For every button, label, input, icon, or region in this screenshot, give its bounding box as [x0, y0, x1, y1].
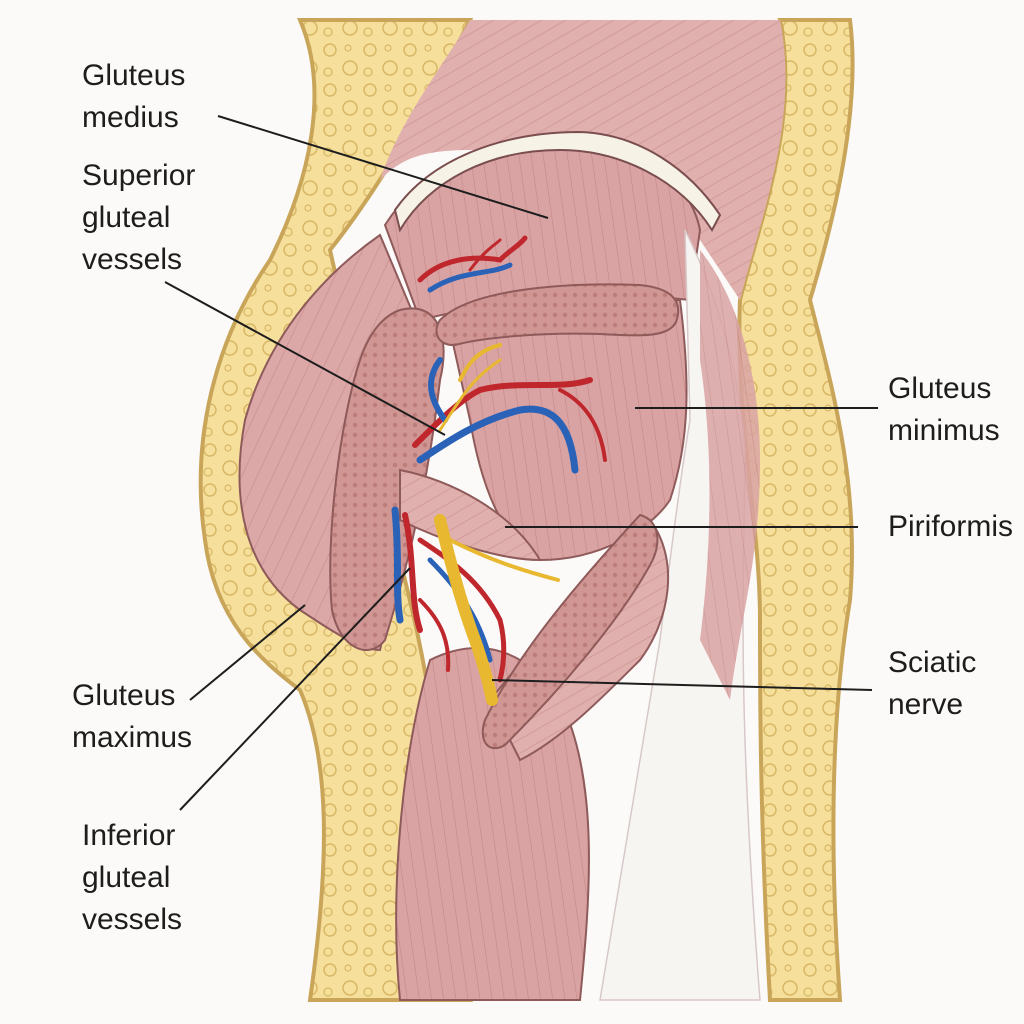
label-line: minimus — [888, 414, 1000, 447]
leader-line-superior-gluteal-vessels — [164, 281, 446, 436]
leader-line-gluteus-medius — [217, 115, 549, 219]
label-line: Superior — [82, 159, 196, 192]
lower-cut-edge — [481, 513, 659, 750]
label-line: maximus — [72, 721, 193, 754]
label-gluteus-minimus: Gluteus minimus — [888, 368, 1000, 452]
leader-line-gluteus-maximus — [189, 604, 306, 701]
piriformis-muscle — [399, 468, 542, 562]
leader-line-inferior-gluteal-vessels — [179, 567, 411, 811]
label-line: medius — [82, 101, 179, 134]
subcutaneous-fat-right — [737, 18, 855, 1002]
sciatic-nerve-branch — [448, 538, 560, 582]
label-line: Gluteus — [72, 679, 176, 712]
label-line: Gluteus — [888, 372, 992, 405]
label-piriformis: Piriformis — [888, 506, 1013, 548]
lateral-thigh-muscle — [700, 250, 760, 700]
label-gluteus-medius: Gluteus medius — [82, 55, 185, 139]
tendon-band-top — [393, 130, 722, 233]
label-superior-gluteal-vessels: Superior gluteal vessels — [82, 155, 195, 281]
leader-lines — [164, 115, 878, 811]
leader-line-sciatic-nerve — [491, 679, 873, 691]
label-line: Gluteus — [82, 59, 186, 92]
label-line: gluteal — [82, 201, 171, 234]
superior-gluteal-vessels — [412, 235, 607, 474]
gluteus-maximus-cut-edge — [329, 307, 445, 651]
muscle-cut-band — [435, 283, 680, 347]
label-line: gluteal — [82, 861, 171, 894]
sciatic-nerve — [434, 514, 498, 706]
label-line: Sciatic — [888, 646, 977, 679]
label-line: nerve — [888, 688, 964, 721]
label-gluteus-maximus: Gluteus maximus — [72, 675, 192, 759]
label-line: vessels — [82, 903, 183, 936]
label-sciatic-nerve: Sciatic nerve — [888, 642, 976, 726]
label-line: vessels — [82, 243, 183, 276]
label-inferior-gluteal-vessels: Inferior gluteal vessels — [82, 815, 182, 941]
label-line: Inferior — [82, 819, 176, 852]
label-line: Piriformis — [888, 510, 1013, 543]
